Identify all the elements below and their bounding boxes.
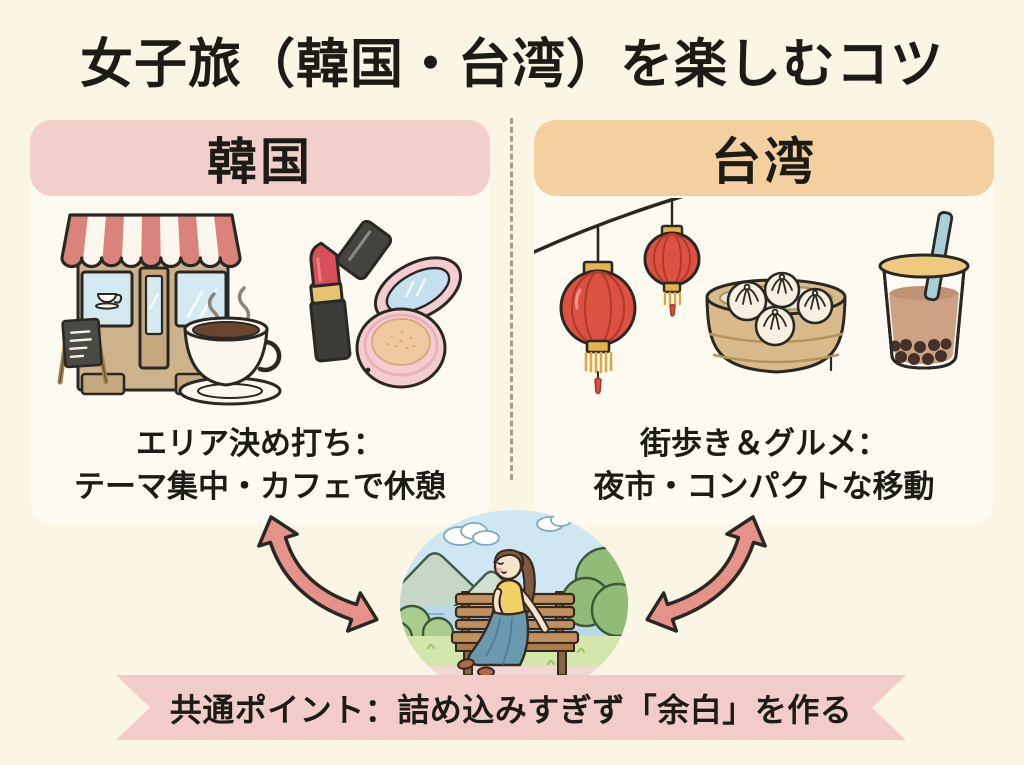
korea-caption-line1: エリア決め打ち： xyxy=(136,426,384,461)
cloud-icon xyxy=(443,513,572,546)
taiwan-caption-line1: 街歩き＆グルメ： xyxy=(640,426,888,461)
korea-header: 韓国 xyxy=(30,120,490,196)
lipstick-icon xyxy=(309,219,393,363)
bubble-tea-icon xyxy=(878,211,970,370)
coffee-cup-icon xyxy=(178,286,282,406)
panel-divider xyxy=(510,118,513,480)
common-point-banner: 共通ポイント：詰め込みすぎず「余白」を作る xyxy=(116,675,906,740)
korea-caption-line2: テーマ集中・カフェで休憩 xyxy=(74,468,446,504)
taiwan-caption-line2: 夜市・コンパクトな移動 xyxy=(593,468,935,504)
cafe-storefront-icon xyxy=(57,213,242,396)
korea-panel: 韓国 xyxy=(30,120,490,525)
taiwan-caption: 街歩き＆グルメ： 夜市・コンパクトな移動 xyxy=(534,423,994,509)
dumplings xyxy=(726,271,834,347)
taiwan-header: 台湾 xyxy=(534,120,994,196)
taiwan-illustration xyxy=(534,198,970,395)
arrow-taiwan-center xyxy=(645,515,767,633)
taiwan-panel: 台湾 xyxy=(534,120,994,525)
woman xyxy=(457,549,550,678)
lipstick-cap xyxy=(335,219,393,281)
double-arrow-icon xyxy=(645,515,767,633)
lantern-wire xyxy=(534,198,684,254)
korea-illustration xyxy=(57,213,463,406)
dim-sum-steamer-icon xyxy=(705,271,847,374)
cup-logo-icon xyxy=(95,293,123,310)
double-arrow-icon xyxy=(257,515,379,633)
banner-text: 共通ポイント：詰め込みすぎず「余白」を作る xyxy=(169,691,853,728)
sandwich-board-icon xyxy=(57,317,109,385)
korea-caption: エリア決め打ち： テーマ集中・カフェで休憩 xyxy=(30,423,490,509)
cushion-compact-icon xyxy=(355,256,463,389)
red-lantern-icon xyxy=(559,226,637,395)
red-lantern-small-icon xyxy=(643,199,701,317)
page-title: 女子旅（韓国・台湾）を楽しむコツ xyxy=(80,35,944,94)
awning xyxy=(60,213,242,269)
woman-on-bench-illustration xyxy=(400,510,628,680)
arrow-korea-center xyxy=(257,515,379,633)
